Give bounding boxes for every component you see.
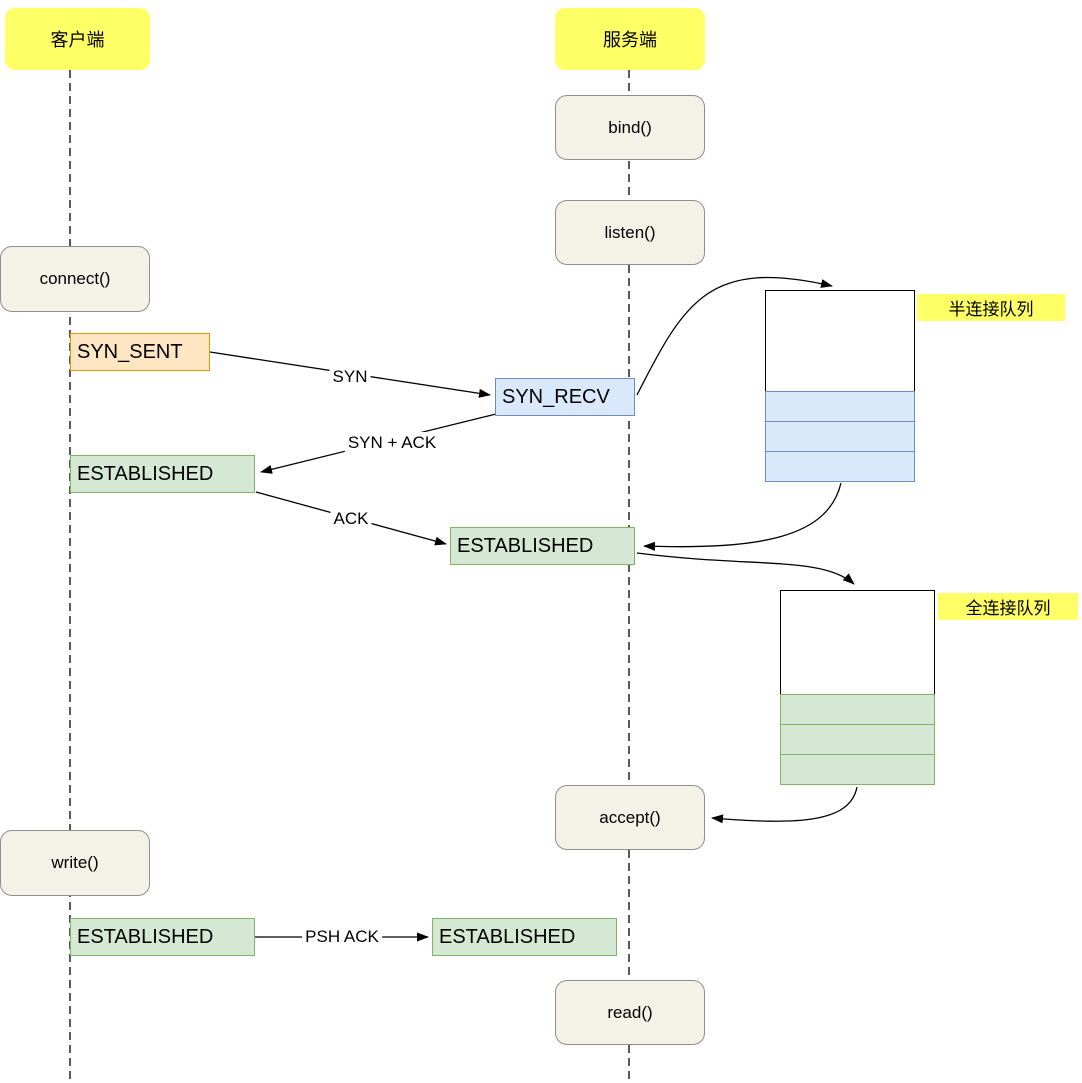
write-box: write() <box>0 830 150 896</box>
full-queue-label: 全连接队列 <box>938 593 1078 620</box>
bind-box: bind() <box>555 95 705 160</box>
syn-recv-to-half-queue-curve <box>636 276 833 396</box>
ack-message-label: ACK <box>330 508 372 530</box>
syn-sent-state: SYN_SENT <box>70 333 210 371</box>
full-queue-row <box>780 694 935 725</box>
full-queue-row <box>780 724 935 755</box>
half-queue-row <box>765 451 915 482</box>
established-to-full-queue-curve <box>636 552 855 585</box>
established-state-server-1: ESTABLISHED <box>450 527 635 565</box>
connect-box: connect() <box>0 246 150 312</box>
syn-message-label: SYN <box>329 366 371 388</box>
psh-ack-message-label: PSH ACK <box>302 926 382 948</box>
established-state-server-2: ESTABLISHED <box>432 918 617 956</box>
full-queue-to-accept-curve <box>711 786 858 824</box>
server-header: 服务端 <box>555 8 705 70</box>
syn-recv-state: SYN_RECV <box>495 378 635 416</box>
established-state-client-2: ESTABLISHED <box>70 918 255 956</box>
listen-box: listen() <box>555 200 705 265</box>
half-queue-row <box>765 421 915 452</box>
half-queue-row <box>765 391 915 422</box>
accept-box: accept() <box>555 785 705 850</box>
half-connection-queue <box>765 290 915 482</box>
full-connection-queue <box>780 590 935 785</box>
half-queue-to-established-curve <box>643 482 842 551</box>
read-box: read() <box>555 980 705 1045</box>
syn-ack-message-label: SYN + ACK <box>344 432 440 454</box>
client-header: 客户端 <box>5 8 150 70</box>
established-state-client-1: ESTABLISHED <box>70 455 255 493</box>
full-queue-row <box>780 754 935 785</box>
half-queue-label: 半连接队列 <box>917 294 1065 321</box>
